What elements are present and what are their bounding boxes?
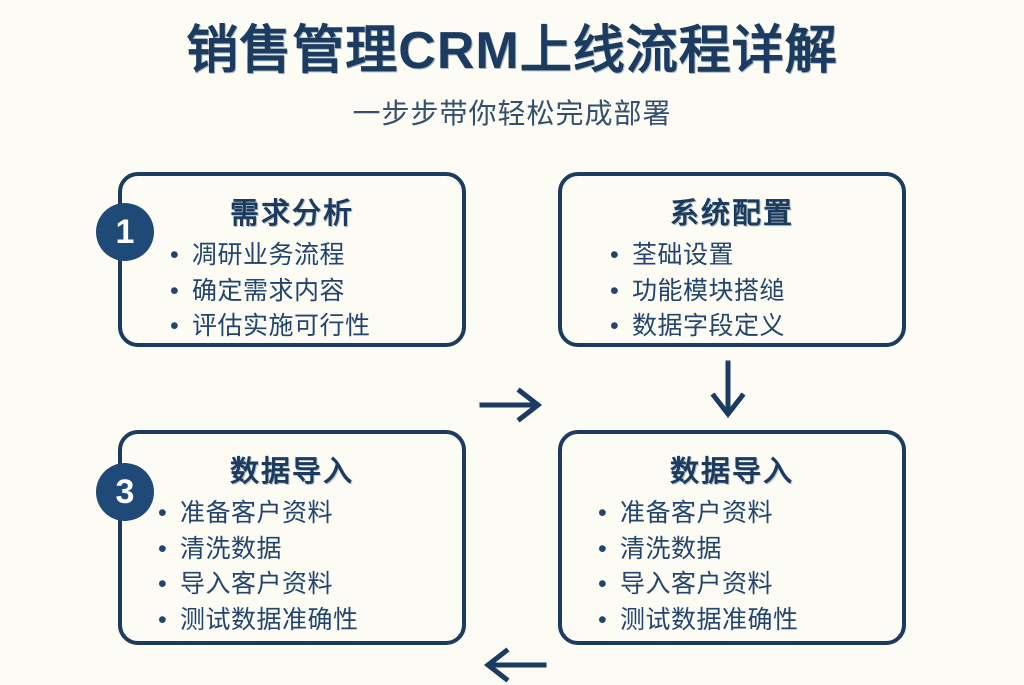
page-header: 销售管理CRM上线流程详解 一步步带你轻松完成部署	[0, 0, 1024, 132]
list-item-label: 确定需求内容	[192, 276, 346, 305]
bullet-icon: •	[170, 276, 180, 305]
arrow-right-icon	[478, 385, 548, 425]
list-item-label: 测试数据准确性	[620, 605, 799, 634]
bullet-icon: •	[158, 605, 168, 634]
bullet-icon: •	[158, 570, 168, 598]
bullet-icon: •	[170, 241, 180, 269]
list-item: • 测试数据准确性	[158, 603, 448, 639]
step-badge-1: 1	[96, 203, 154, 261]
step-badge-3: 3	[96, 463, 154, 521]
flowchart: 需求分析 • 凋研业务流程 • 确定需求内容 • 评估实施可行性 1 系统配置 • 荃础…	[0, 160, 1024, 683]
list-item-label: 导入客户资料	[180, 570, 334, 598]
page-title: 销售管理CRM上线流程详解	[186, 22, 838, 80]
flow-node-list: • 准备客户资料 • 清洗数据 • 导入客户资料 • 测试数据准确性	[576, 496, 888, 638]
bullet-icon: •	[170, 312, 180, 340]
flow-node-system-configuration[interactable]: 系统配置 • 荃础设置 • 功能模块搭缒 • 数据字段定义	[558, 172, 906, 347]
bullet-icon: •	[598, 534, 608, 563]
list-item-label: 凋研业务流程	[192, 241, 346, 269]
bullet-icon: •	[610, 312, 620, 340]
arrow-down-icon	[700, 360, 756, 422]
flow-node-list: • 准备客户资料 • 清洗数据 • 导入客户资料 • 测试数据准确性	[136, 496, 448, 638]
page-subtitle: 一步步带你轻松完成部署	[352, 98, 672, 130]
list-item: • 荃础设置	[610, 238, 888, 274]
bullet-icon: •	[598, 570, 608, 598]
list-item: • 导入客户资料	[598, 567, 888, 603]
list-item: • 清洗数据	[158, 532, 448, 568]
list-item: • 评估实施可行性	[170, 309, 448, 345]
flow-node-requirement-analysis[interactable]: 需求分析 • 凋研业务流程 • 确定需求内容 • 评估实施可行性	[118, 172, 466, 347]
flow-node-list: • 荃础设置 • 功能模块搭缒 • 数据字段定义	[576, 238, 888, 345]
list-item-label: 导入客户资料	[620, 570, 774, 598]
flow-node-data-import-right[interactable]: 数据导入 • 准备客户资料 • 清洗数据 • 导入客户资料 • 测试数据准确性	[558, 430, 906, 645]
list-item: • 测试数据准确性	[598, 603, 888, 639]
flow-node-data-import-left[interactable]: 数据导入 • 准备客户资料 • 清洗数据 • 导入客户资料 • 测试数据准确性	[118, 430, 466, 645]
arrow-left-icon	[478, 645, 548, 685]
flow-node-list: • 凋研业务流程 • 确定需求内容 • 评估实施可行性	[136, 238, 448, 345]
list-item: • 功能模块搭缒	[610, 274, 888, 310]
list-item: • 数据字段定义	[610, 309, 888, 345]
bullet-icon: •	[158, 534, 168, 563]
bullet-icon: •	[598, 499, 608, 527]
flow-node-title: 系统配置	[669, 198, 794, 230]
bullet-icon: •	[610, 241, 620, 269]
list-item: • 清洗数据	[598, 532, 888, 568]
flow-node-title: 数据导入	[229, 456, 354, 488]
list-item-label: 功能模块搭缒	[632, 276, 786, 305]
list-item-label: 测试数据准确性	[180, 605, 359, 634]
flow-node-title: 数据导入	[669, 456, 794, 488]
list-item-label: 清洗数据	[180, 534, 283, 563]
list-item: • 导入客户资料	[158, 567, 448, 603]
bullet-icon: •	[598, 605, 608, 634]
list-item-label: 荃础设置	[632, 241, 735, 269]
flow-node-title: 需求分析	[229, 198, 354, 230]
bullet-icon: •	[610, 276, 620, 305]
list-item-label: 准备客户资料	[620, 499, 774, 527]
list-item: • 准备客户资料	[598, 496, 888, 532]
list-item-label: 准备客户资料	[180, 499, 334, 527]
list-item-label: 评估实施可行性	[192, 312, 371, 340]
list-item: • 确定需求内容	[170, 274, 448, 310]
list-item: • 准备客户资料	[158, 496, 448, 532]
list-item-label: 数据字段定义	[632, 312, 786, 340]
bullet-icon: •	[158, 499, 168, 527]
list-item: • 凋研业务流程	[170, 238, 448, 274]
list-item-label: 清洗数据	[620, 534, 723, 563]
